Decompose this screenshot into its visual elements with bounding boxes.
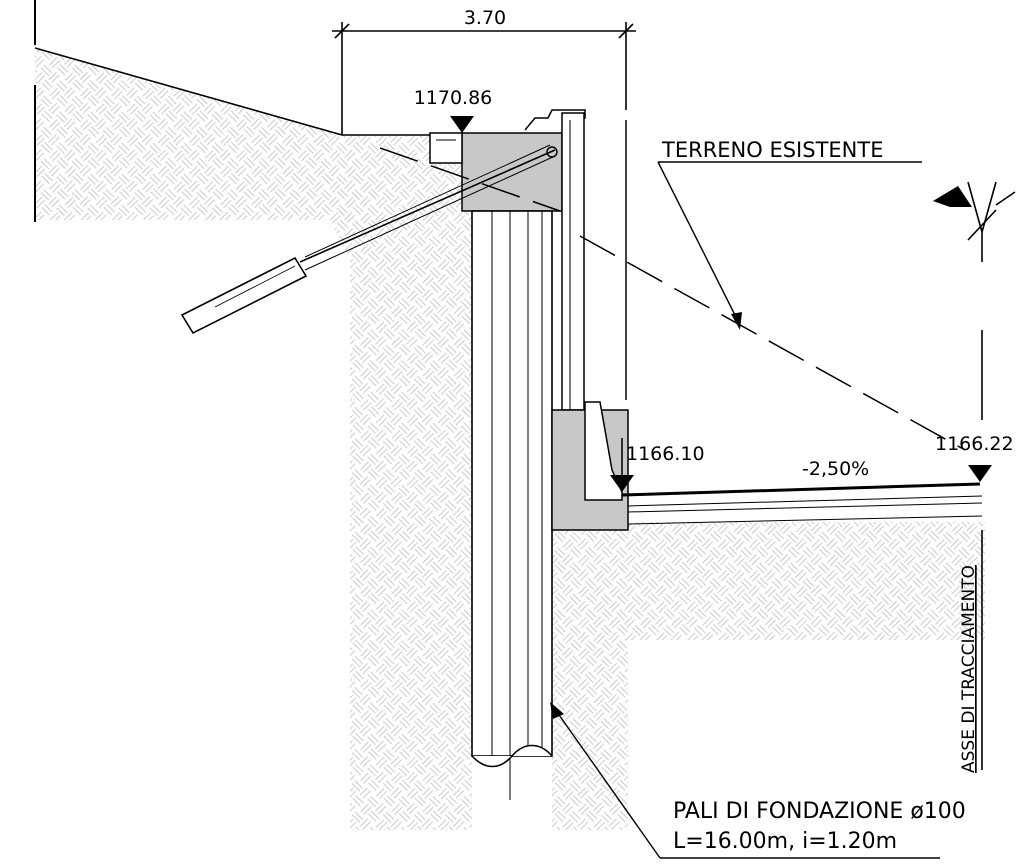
elevation-axis: 1166.22: [935, 433, 1014, 455]
road-layer-2: [627, 502, 983, 513]
flag-icon: [933, 181, 1016, 241]
capping-beam: [461, 132, 563, 212]
elevation-top: 1170.86: [414, 87, 493, 109]
existing-ground-dashed-1: [379, 147, 561, 212]
dimension-width: 3.70: [464, 7, 506, 29]
facing-wall: [561, 112, 585, 411]
road-surface: [621, 482, 981, 497]
ground-hatch-right-strip: [628, 525, 985, 640]
dim-tick-right: [618, 23, 634, 39]
elevation-marker-axis: [968, 465, 992, 482]
axis-label: ASSE DI TRACCIAMENTO: [959, 565, 979, 773]
anchor-tie-1: [299, 149, 556, 263]
pile-leader: [551, 704, 661, 859]
road-base: [627, 515, 983, 525]
foundation-pile: [471, 210, 553, 757]
anchor-bulb: [180, 256, 308, 335]
dim-tick-left: [334, 23, 350, 39]
existing-ground-label: TERRENO ESISTENTE: [661, 138, 883, 162]
existing-ground-dashed-2: [579, 235, 966, 451]
anchor-tie-3: [304, 144, 551, 258]
piles-label-line1: PALI DI FONDAZIONE ø100: [673, 799, 966, 824]
anchor-bulb-line: [214, 265, 296, 308]
existing-ground-arrowhead: [731, 312, 742, 330]
elevation-left-road: 1166.10: [626, 443, 705, 465]
ground-clear-area: [632, 645, 952, 785]
drain-channel: [429, 132, 463, 164]
pile-arrowhead: [550, 702, 564, 719]
ground-line-left: [34, 47, 343, 136]
ground-hatch-upper: [35, 48, 472, 830]
piles-label-line2: L=16.00m, i=1.20m: [673, 829, 897, 854]
elevation-marker-top: [450, 116, 474, 133]
pile-break: [471, 744, 553, 768]
existing-ground-leader: [657, 161, 741, 326]
anchor-head: [546, 146, 558, 158]
slope-label: -2,50%: [802, 458, 869, 480]
road-layer-1: [627, 495, 983, 507]
anchor-tie-2: [304, 155, 556, 271]
